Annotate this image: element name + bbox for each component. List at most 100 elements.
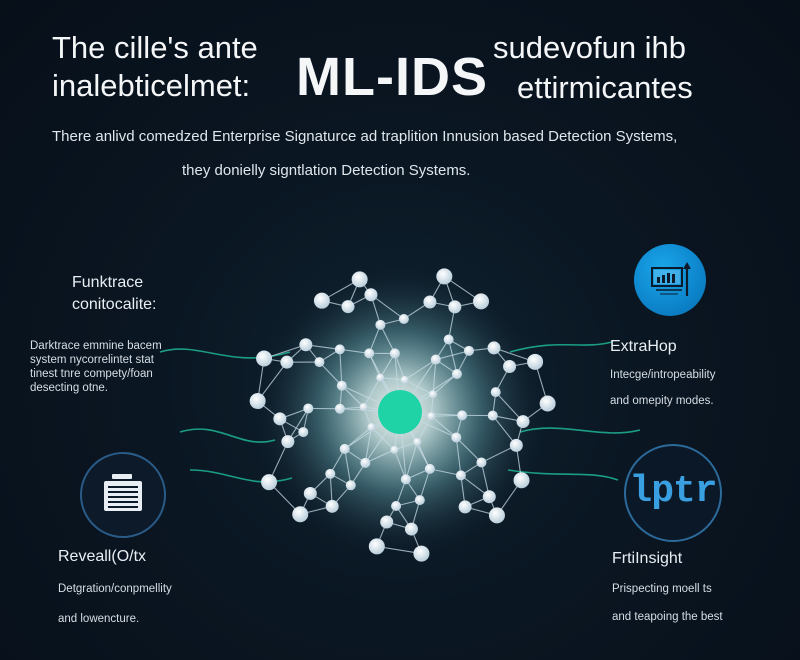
block-darktrace-desc-2: system nycorrelintet stat [30,354,154,366]
network-core-node [378,390,422,434]
block-darktrace-desc-4: desecting otne. [30,382,109,394]
block-darktrace-heading-1: Funktrace [72,274,144,291]
network-node [527,353,544,370]
block-extrahop-heading: ExtraHop [610,338,677,355]
network-node [376,373,385,382]
network-edge [370,294,405,320]
block-darktrace-description: Darktrace emmine bacem system nycorrelin… [30,339,162,395]
network-node [325,499,339,513]
block-darktrace-desc-1: Darktrace emmine bacem [30,340,162,352]
network-node [367,423,376,432]
block-extrahop-desc-2: and omepity modes. [610,395,714,407]
network-node [482,490,496,504]
network-node [414,495,425,506]
title-right-line2: ettirmicantes [517,70,693,105]
network-node [503,359,517,373]
network-node [364,348,375,359]
network-edge [394,441,418,451]
network-node [391,501,402,512]
network-edge [371,426,395,451]
title-left-line1: The cille's ante [52,30,258,65]
network-edge [393,449,407,480]
network-node [427,412,436,421]
network-node [513,472,530,489]
network-node [364,288,378,302]
network-edge [364,427,372,463]
network-node [476,457,487,468]
network-edge [339,349,343,386]
network-node [292,506,309,523]
network-node [429,390,438,399]
network-node [360,457,371,468]
block-fortiinsight: FrtiInsight Prispecting moell ts and tea… [612,550,723,624]
network-node [451,432,462,443]
network-edge [404,379,434,395]
bar-chart-icon [634,244,706,316]
network-node [443,334,454,345]
network-node [398,313,409,324]
network-edge [455,437,462,476]
network-node [404,522,418,536]
network-edge [432,373,458,395]
network-node [430,354,441,365]
network-node [458,500,472,514]
block-revealx-desc-2: and lowencture. [58,613,140,625]
network-node [314,357,325,368]
network-node [351,271,368,288]
title-right-line1: sudevofun ihb [493,30,687,65]
network-edge [455,437,482,463]
brand-logo-icon: lptr [624,444,722,542]
network-node [487,341,501,355]
network-node [423,295,437,309]
network-node [487,410,498,421]
block-darktrace: Funktrace conitocalite: [72,272,157,316]
network-node [413,438,422,447]
network-node [473,293,490,310]
network-node [389,348,400,359]
network-node [490,387,501,398]
block-revealx: Reveall(O/tx Detgration/conpmellity and … [58,548,172,626]
network-edge [432,359,437,395]
network-node [313,292,330,309]
network-node [325,468,336,479]
connector-right-lower [519,427,641,434]
network-node [509,438,523,452]
brand-logo-text: lptr [629,470,717,513]
network-node [368,538,385,555]
connector-left-bottom [189,469,293,483]
connector-right-bottom [507,469,619,481]
block-fortiinsight-desc-1: Prispecting moell ts [612,583,712,595]
connector-left-lower [179,428,276,443]
network-edge [365,449,395,464]
subtitle-line1: There anlivd comedzed Enterprise Signatu… [52,128,678,145]
network-node [448,300,462,314]
network-node [336,380,347,391]
connector-right-upper [509,341,613,353]
block-fortiinsight-heading: FrtiInsight [612,550,683,567]
network-node [375,319,386,330]
network-node [400,474,411,485]
network-node [281,435,295,449]
block-fortiinsight-desc-2: and teapoing the best [612,611,723,623]
network-node [436,268,453,285]
title-left-line2: inalebticelmet: [52,68,251,103]
network-node [303,403,314,414]
network-edge [368,324,381,354]
network-edge [416,415,432,443]
network-node [516,415,530,429]
network-node [339,443,350,454]
block-darktrace-heading-2: conitocalite: [72,296,157,313]
subtitle-line2: they donielly signtlation Detection Syst… [182,162,471,179]
network-edge [419,468,431,501]
network-node [359,403,368,412]
network-node [380,515,394,529]
network-edge [319,361,343,387]
network-node [249,393,266,410]
network-edge [429,468,461,476]
network-edge [341,385,365,408]
network-edge [430,415,457,438]
network-node [334,403,345,414]
network-edge [380,377,405,381]
network-node [390,445,399,454]
